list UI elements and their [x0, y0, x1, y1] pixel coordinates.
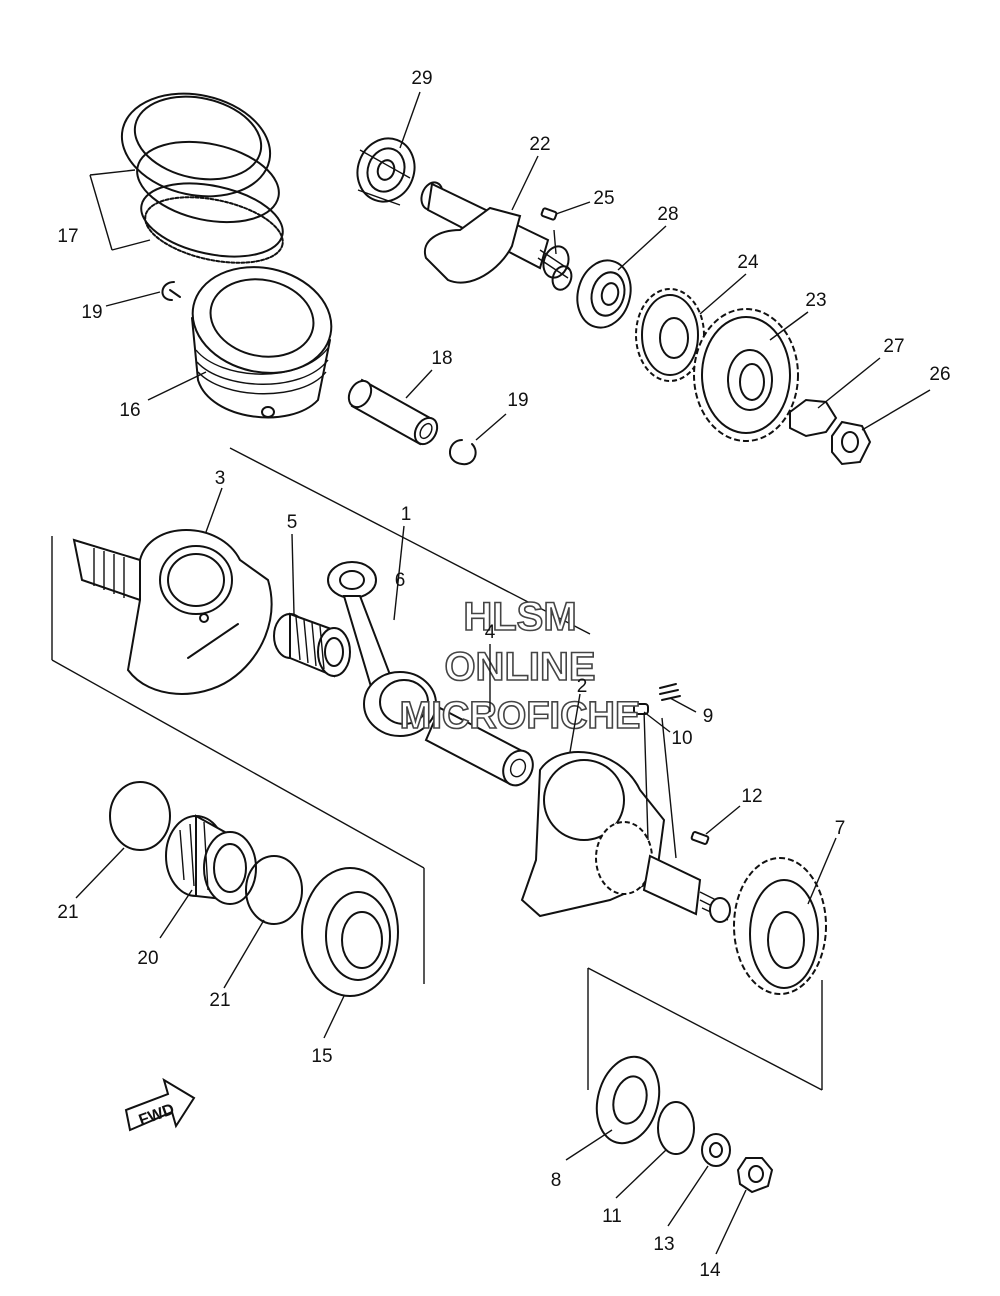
plate-8[interactable] — [588, 1050, 669, 1151]
callout-4: 4 — [485, 622, 496, 643]
crankshaft-left-3[interactable] — [72, 529, 273, 695]
woodruff-key-12[interactable] — [690, 831, 710, 845]
callout-14: 14 — [699, 1260, 721, 1281]
callout-23: 23 — [805, 290, 826, 311]
piston-pin-clip-19-upper[interactable] — [161, 281, 181, 301]
bearing-28[interactable] — [570, 254, 638, 333]
sleeve-20[interactable] — [165, 814, 257, 905]
piston-ring-set-17[interactable] — [89, 80, 289, 273]
callout-numbers: 29 22 25 28 24 23 27 26 17 19 16 18 19 3… — [57, 68, 950, 1281]
crank-pin-4[interactable] — [424, 706, 538, 790]
callout-24: 24 — [737, 252, 759, 273]
piston-pin-18[interactable] — [344, 377, 441, 448]
washer-13[interactable] — [701, 1133, 731, 1167]
nut-26[interactable] — [831, 420, 872, 466]
callout-8: 8 — [551, 1170, 562, 1191]
callout-1: 1 — [401, 504, 412, 525]
balancer-driven-gear-23[interactable] — [693, 308, 799, 442]
crankshaft-assembly-bracket — [51, 447, 591, 984]
callout-27: 27 — [883, 336, 904, 357]
piston-16[interactable] — [183, 255, 342, 419]
lock-washer-27[interactable] — [789, 398, 838, 438]
watermark-line-1: HLSM — [463, 595, 576, 639]
spring-9[interactable] — [659, 683, 681, 701]
circlip-21-left[interactable] — [109, 781, 171, 851]
woodruff-key-25[interactable] — [540, 207, 558, 221]
circlip-11[interactable] — [657, 1101, 695, 1155]
callout-9: 9 — [703, 706, 714, 727]
callout-2: 2 — [577, 676, 588, 697]
callout-13: 13 — [653, 1234, 674, 1255]
callout-28: 28 — [657, 204, 678, 225]
needle-bearing-5[interactable] — [273, 612, 351, 678]
callout-29: 29 — [411, 68, 432, 89]
callout-25: 25 — [593, 188, 614, 209]
plunger-10[interactable] — [633, 703, 649, 715]
callout-5: 5 — [287, 512, 298, 533]
callout-26: 26 — [929, 364, 950, 385]
watermark-line-3: MICROFICHE — [400, 695, 641, 737]
crankshaft-right-2[interactable] — [520, 709, 731, 923]
callout-19-upper: 19 — [81, 302, 102, 323]
watermark: HLSM ONLINE MICROFICHE — [399, 594, 641, 738]
callout-11: 11 — [602, 1206, 622, 1227]
watermark-line-2: ONLINE — [444, 645, 595, 689]
gear-assembly-bracket — [587, 967, 823, 1091]
bearing-15[interactable] — [301, 867, 399, 997]
bearing-29[interactable] — [349, 130, 424, 209]
callout-20: 20 — [137, 948, 158, 969]
callout-10: 10 — [671, 728, 692, 749]
callout-12: 12 — [741, 786, 762, 807]
leader-lines — [75, 91, 931, 1255]
connecting-rod-1[interactable] — [327, 561, 437, 737]
primary-drive-gear-7[interactable] — [733, 857, 827, 995]
callout-3: 3 — [215, 468, 226, 489]
callout-19-lower: 19 — [507, 390, 528, 411]
callout-17: 17 — [57, 226, 78, 247]
callout-21-left: 21 — [57, 902, 78, 923]
callout-16: 16 — [119, 400, 140, 421]
balancer-shaft-22[interactable] — [418, 179, 575, 292]
nut-14[interactable] — [736, 1157, 774, 1194]
piston-pin-clip-19-lower[interactable] — [449, 439, 477, 466]
forward-direction-arrow: FWD — [124, 1077, 196, 1132]
circlip-21-right[interactable] — [245, 855, 303, 925]
callout-18: 18 — [431, 348, 452, 369]
callout-6: 6 — [395, 570, 406, 591]
callout-7: 7 — [835, 818, 846, 839]
callout-22: 22 — [529, 134, 550, 155]
callout-21-right: 21 — [209, 990, 230, 1011]
callout-15: 15 — [311, 1046, 332, 1067]
